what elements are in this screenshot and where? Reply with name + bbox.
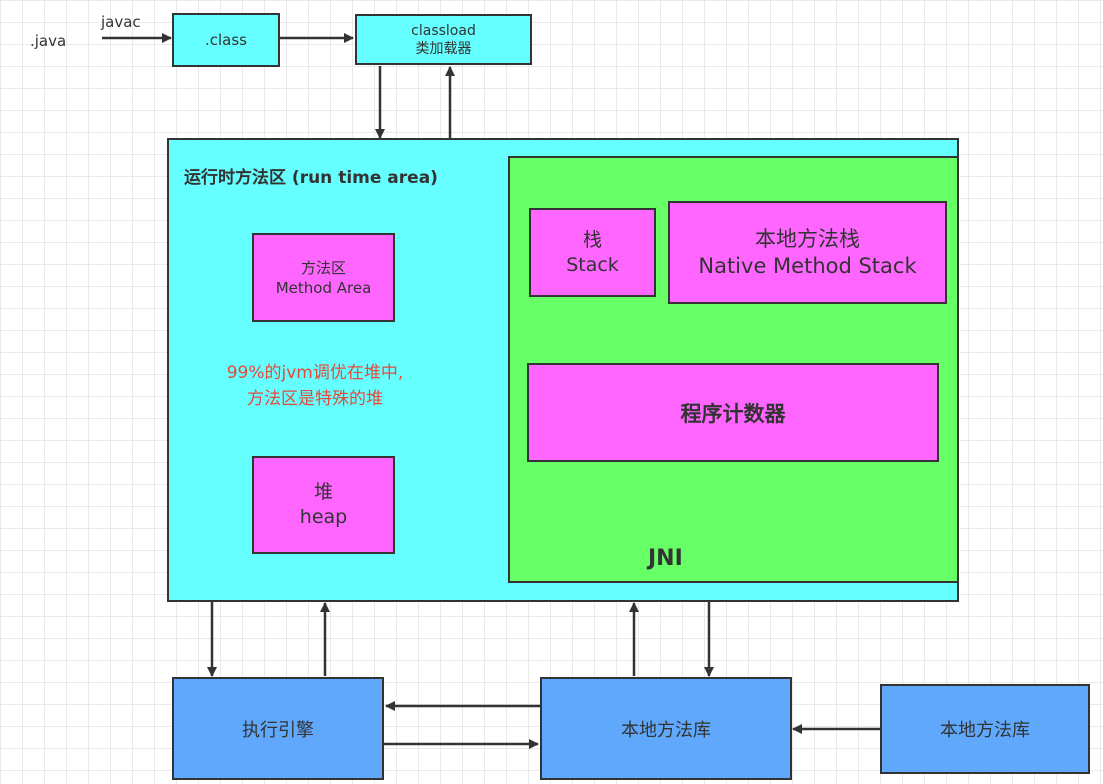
stack-label-zh: 栈 xyxy=(582,228,602,251)
method-area-label-zh: 方法区 xyxy=(300,258,346,277)
runtime-area-title: 运行时方法区 (run time area) xyxy=(184,168,438,188)
classloader-label-en: classload xyxy=(411,22,476,39)
execution-engine-box: 执行引擎 xyxy=(172,677,384,780)
native-library-middle-box: 本地方法库 xyxy=(540,677,792,780)
method-area-label-en: Method Area xyxy=(275,278,372,297)
native-library-right-label: 本地方法库 xyxy=(940,720,1030,741)
execution-engine-label: 执行引擎 xyxy=(242,719,314,741)
class-file-box: .class xyxy=(172,13,280,67)
native-method-stack-box: 本地方法栈 Native Method Stack xyxy=(668,201,947,304)
classloader-box: classload 类加载器 xyxy=(355,14,532,65)
heap-label-zh: 堆 xyxy=(313,481,333,503)
jni-label: JNI xyxy=(648,546,683,571)
stack-box: 栈 Stack xyxy=(529,208,656,297)
native-library-right-box: 本地方法库 xyxy=(880,684,1090,774)
heap-label-en: heap xyxy=(299,506,348,528)
program-counter-label: 程序计数器 xyxy=(680,401,786,426)
heap-box: 堆 heap xyxy=(252,456,395,554)
javac-label: javac xyxy=(101,13,141,31)
tuning-annotation-line2: 方法区是特殊的堆 xyxy=(247,389,383,409)
native-method-stack-label-en: Native Method Stack xyxy=(698,253,917,278)
class-file-label: .class xyxy=(204,31,247,49)
method-area-box: 方法区 Method Area xyxy=(252,233,395,322)
program-counter-box: 程序计数器 xyxy=(527,363,939,462)
native-library-middle-label: 本地方法库 xyxy=(621,719,711,741)
tuning-annotation-line1: 99%的jvm调优在堆中, xyxy=(226,363,404,383)
stack-label-en: Stack xyxy=(566,253,619,276)
classloader-label-zh: 类加载器 xyxy=(415,40,472,57)
native-method-stack-label-zh: 本地方法栈 xyxy=(755,226,860,251)
java-source-label: .java xyxy=(30,32,67,50)
tuning-annotation: 99%的jvm调优在堆中, 方法区是特殊的堆 xyxy=(180,360,450,412)
